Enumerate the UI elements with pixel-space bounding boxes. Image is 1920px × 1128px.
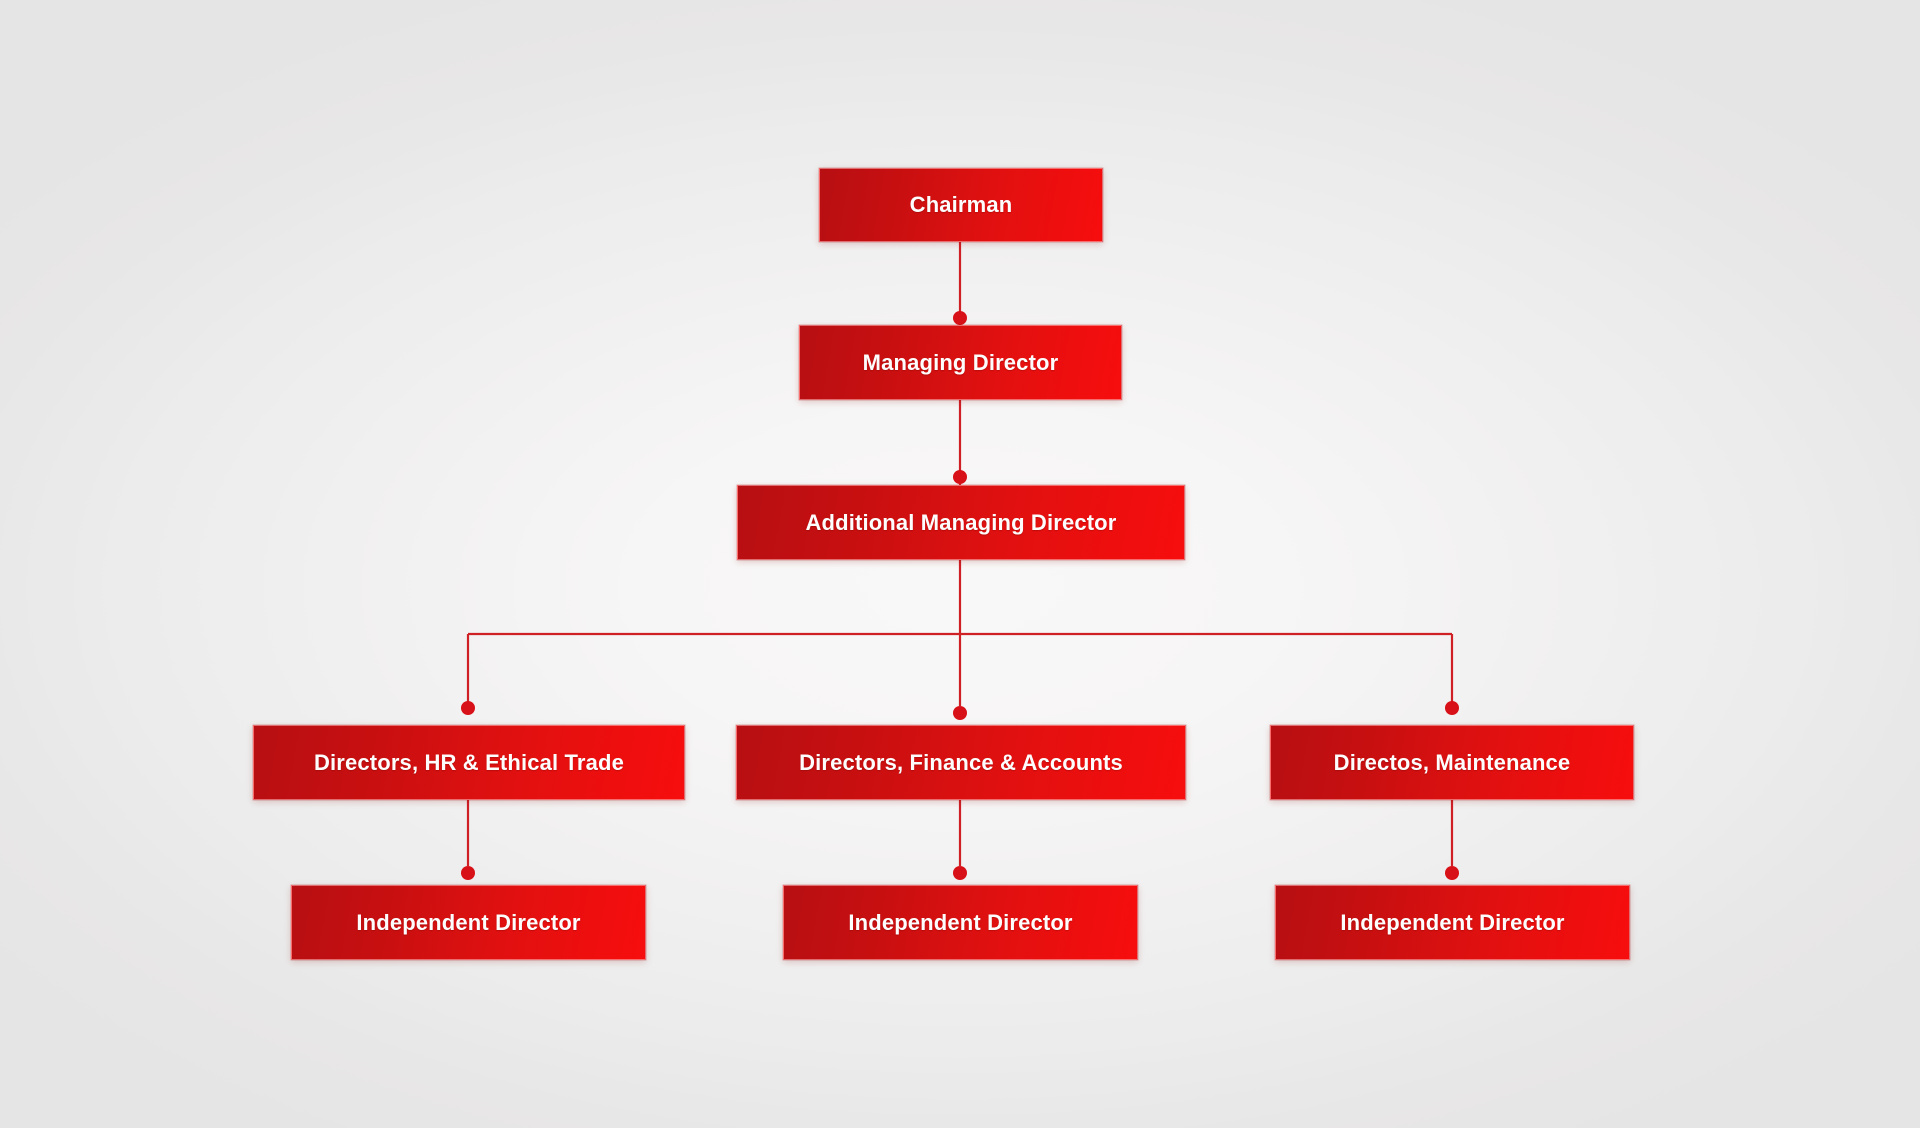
org-node-director-finance[interactable]: Directors, Finance & Accounts: [736, 725, 1186, 800]
connector-dot-independent-2: [953, 866, 967, 880]
org-node-independent-director-1[interactable]: Independent Director: [291, 885, 646, 960]
org-node-label: Independent Director: [356, 909, 581, 935]
org-node-independent-director-3[interactable]: Independent Director: [1275, 885, 1630, 960]
org-node-label: Managing Director: [862, 349, 1059, 375]
org-node-director-maintenance[interactable]: Directos, Maintenance: [1270, 725, 1634, 800]
connector-dot-dir-maintenance: [1445, 701, 1459, 715]
org-node-label: Additional Managing Director: [805, 509, 1117, 535]
connector-dot-dir-hr: [461, 701, 475, 715]
connector-dot-independent-3: [1445, 866, 1459, 880]
org-node-chairman[interactable]: Chairman: [819, 168, 1103, 242]
org-node-independent-director-2[interactable]: Independent Director: [783, 885, 1138, 960]
org-node-label: Independent Director: [1340, 909, 1565, 935]
connector-dot-amd: [953, 470, 967, 484]
connector-dot-md: [953, 311, 967, 325]
org-node-label: Independent Director: [848, 909, 1073, 935]
org-node-additional-managing-director[interactable]: Additional Managing Director: [737, 485, 1185, 560]
org-node-label: Directors, Finance & Accounts: [799, 749, 1123, 775]
connector-dot-independent-1: [461, 866, 475, 880]
org-node-label: Directos, Maintenance: [1333, 749, 1571, 775]
connector-dot-dir-finance: [953, 706, 967, 720]
org-node-director-hr[interactable]: Directors, HR & Ethical Trade: [253, 725, 685, 800]
org-node-managing-director[interactable]: Managing Director: [799, 325, 1122, 400]
org-node-label: Directors, HR & Ethical Trade: [314, 749, 624, 775]
org-node-label: Chairman: [909, 192, 1013, 217]
